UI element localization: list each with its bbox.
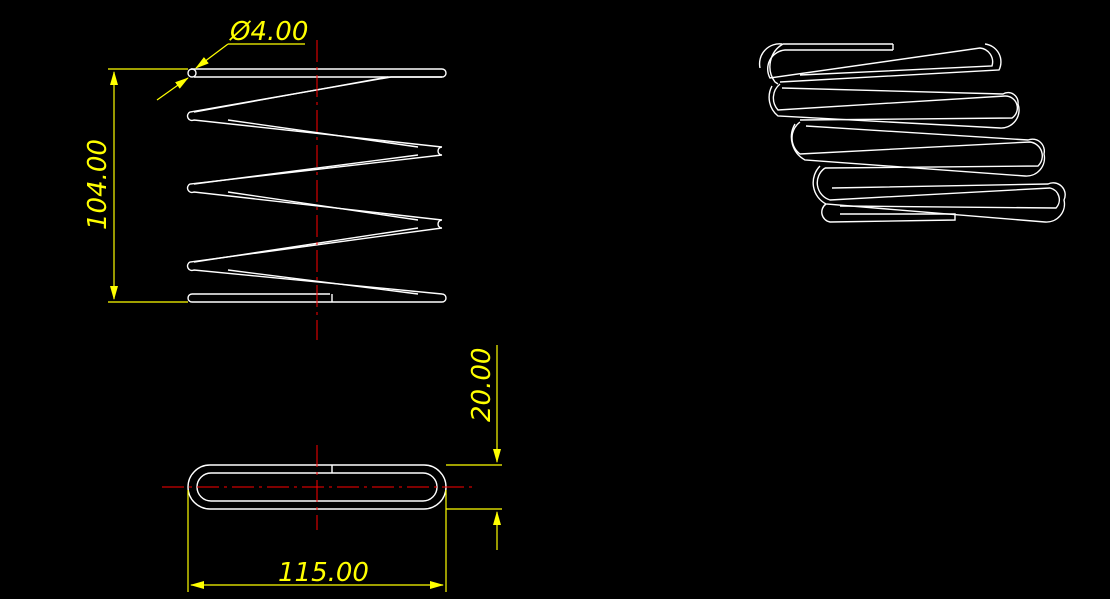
front-view-spring	[186, 68, 447, 303]
isometric-spring	[758, 43, 1066, 223]
dimension-flat-thickness	[446, 345, 502, 550]
dimension-flat-thickness-text: 20.00	[467, 348, 497, 422]
dimension-free-height	[108, 68, 188, 303]
dimension-flat-length	[187, 490, 447, 592]
dimension-wire-diameter	[156, 43, 305, 101]
dimension-wire-diameter-text: Ø4.00	[229, 17, 308, 47]
dimension-flat-length-text: 115.00	[278, 558, 369, 588]
dimension-free-height-text: 104.00	[83, 139, 113, 230]
